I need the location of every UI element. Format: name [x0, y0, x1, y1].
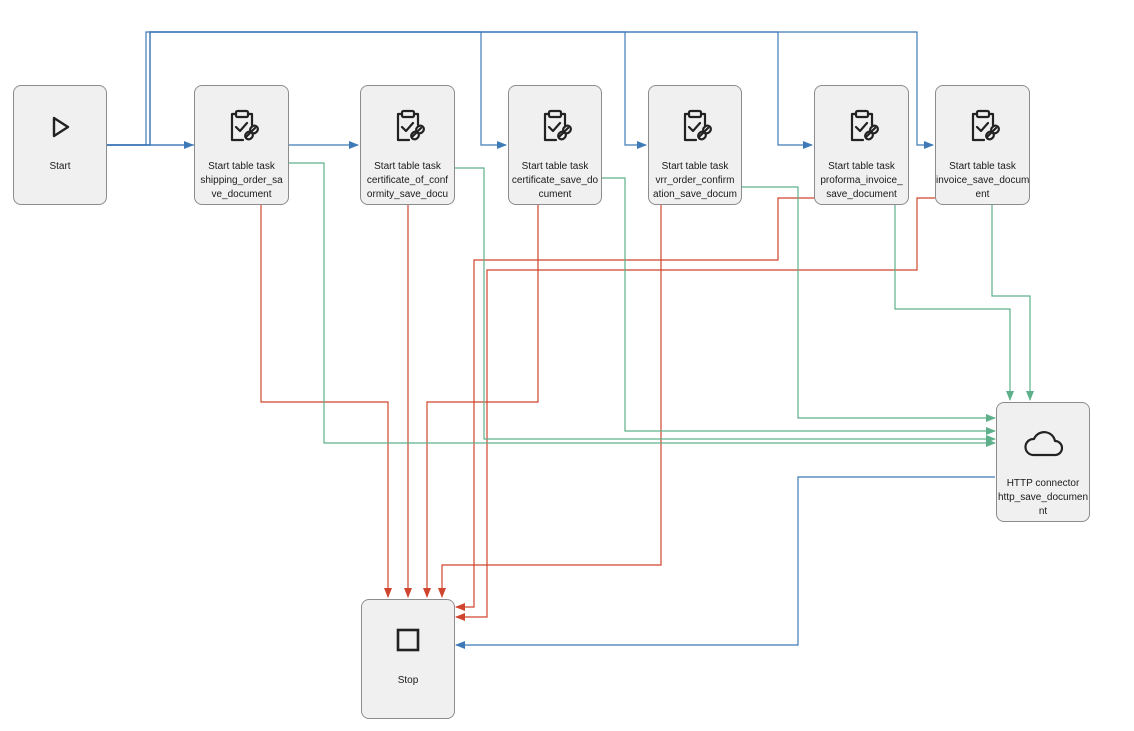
task-name-line1: vrr_order_confirm — [655, 175, 735, 186]
task-title: Start table task — [374, 161, 441, 172]
clipboard-link-icon — [509, 108, 601, 144]
task-node-vrr-order-confirmation[interactable]: Start table task vrr_order_confirm ation… — [648, 85, 742, 205]
task-node-certificate-of-conformity[interactable]: Start table task certificate_of_conf orm… — [360, 85, 455, 205]
task-name-line2: cument — [538, 189, 572, 200]
task-title: Start table task — [661, 161, 729, 172]
error-task4-stop[interactable] — [438, 205, 662, 598]
start-node[interactable]: Start — [13, 85, 107, 205]
success-task5-http[interactable] — [894, 205, 1014, 401]
stop-label: Stop — [397, 675, 419, 686]
task-name-line1: certificate_save_do — [511, 175, 599, 186]
error-task3-stop[interactable] — [423, 205, 539, 598]
task-name-line1: certificate_of_conf — [366, 175, 449, 186]
stop-node[interactable]: Stop — [361, 599, 455, 719]
task-name-line2: ve_document — [211, 189, 272, 200]
task-name-line2: save_document — [826, 189, 897, 200]
flow-http-stop[interactable] — [455, 476, 995, 649]
connector-name-line2: nt — [1038, 506, 1048, 517]
play-icon — [14, 114, 106, 140]
success-task2-http[interactable] — [455, 167, 996, 443]
clipboard-link-icon — [195, 108, 288, 144]
task-name-line2: ent — [975, 189, 990, 200]
task-title: Start table task — [828, 161, 895, 172]
success-task1-http[interactable] — [289, 162, 996, 447]
http-connector-node[interactable]: HTTP connector http_save_documen nt — [996, 402, 1090, 522]
connector-name-line1: http_save_documen — [997, 492, 1089, 503]
error-task5-stop[interactable] — [455, 197, 815, 611]
task-name-line1: invoice_save_docum — [936, 175, 1029, 186]
stop-square-icon — [362, 627, 454, 653]
task-node-proforma-invoice[interactable]: Start table task proforma_invoice_ save_… — [814, 85, 909, 205]
error-task6-stop[interactable] — [455, 197, 935, 621]
start-label: Start — [49, 161, 71, 172]
task-title: Start table task — [521, 161, 589, 172]
clipboard-link-icon — [361, 108, 454, 144]
clipboard-link-icon — [649, 108, 741, 144]
task-name-line1: shipping_order_sa — [200, 175, 283, 186]
success-task6-http[interactable] — [991, 205, 1034, 401]
task-title: Start table task — [208, 161, 275, 172]
flow-start-task6[interactable] — [107, 31, 934, 149]
success-task4-http[interactable] — [742, 186, 996, 422]
success-task3-http[interactable] — [602, 177, 996, 435]
task-node-invoice-save[interactable]: Start table task invoice_save_docum ent — [935, 85, 1030, 205]
task-name-line2: ation_save_docum — [653, 189, 737, 200]
task-name-line2: ormity_save_docu — [366, 189, 449, 200]
task-node-certificate-save[interactable]: Start table task certificate_save_do cum… — [508, 85, 602, 205]
connector-title: HTTP connector — [1006, 478, 1080, 489]
cloud-icon — [997, 429, 1089, 459]
task-title: Start table task — [949, 161, 1016, 172]
task-name-line1: proforma_invoice_ — [820, 175, 903, 186]
task-node-shipping-order[interactable]: Start table task shipping_order_sa ve_do… — [194, 85, 289, 205]
clipboard-link-icon — [936, 108, 1029, 144]
clipboard-link-icon — [815, 108, 908, 144]
